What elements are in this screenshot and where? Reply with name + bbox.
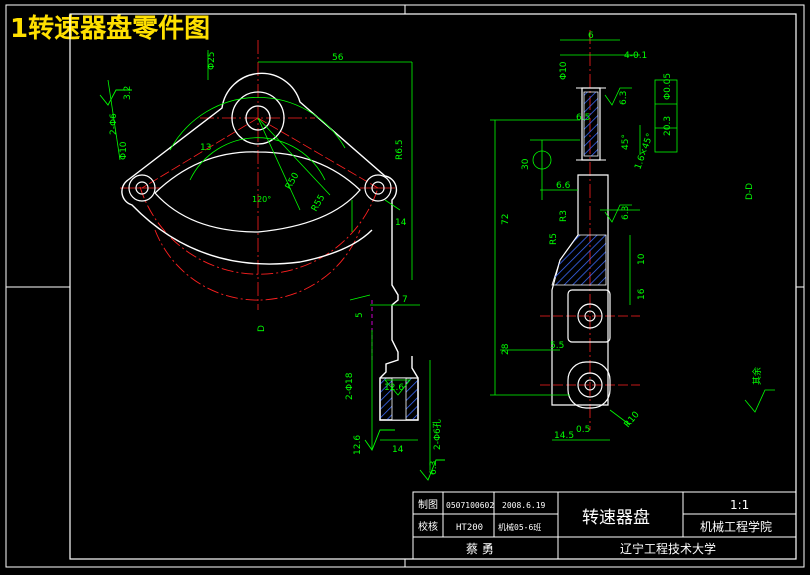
side-view: 6 4-0.1 Φ10 6.3 6.5 45° 1.6×45° 6.6 30 R… bbox=[490, 30, 775, 441]
dim-hole: 2-Φ6 bbox=[109, 113, 119, 135]
dim-126: 12.6 bbox=[384, 383, 404, 393]
dim-13: 13 bbox=[200, 143, 211, 153]
inner-border bbox=[69, 13, 797, 560]
dim-66: 6.6 bbox=[556, 181, 571, 191]
dim-w56: 56 bbox=[332, 53, 344, 63]
roughness-63b: 6.3 bbox=[621, 206, 631, 220]
roughness-63: 6.3 bbox=[429, 461, 439, 475]
title-block: 制图 0507100602 2008.6.19 校核 HT200 机械05-6班… bbox=[412, 491, 797, 560]
dim-10: 10 bbox=[637, 253, 647, 265]
dim-2phi18: 2-Φ18 bbox=[345, 372, 355, 400]
dim-r55: R55 bbox=[310, 193, 328, 213]
roughness-other: 其余 bbox=[751, 367, 763, 385]
dim-14: 14 bbox=[395, 218, 407, 228]
dim-r10: R10 bbox=[623, 410, 642, 430]
roughness-32: 3.2 bbox=[123, 86, 133, 100]
dim-28: 28 bbox=[501, 343, 511, 355]
dim-4: 4-0.1 bbox=[624, 51, 647, 61]
tb-author: 蔡 勇 bbox=[466, 542, 494, 556]
tb-drawn-label: 制图 bbox=[418, 498, 438, 511]
dim-72: 72 bbox=[501, 214, 511, 225]
dim-6: 6 bbox=[588, 31, 594, 41]
dim-145: 14.5 bbox=[554, 431, 574, 441]
tb-check-label: 校核 bbox=[418, 520, 438, 533]
dim-30: 30 bbox=[521, 158, 531, 170]
dim-45: 45° bbox=[621, 134, 631, 150]
dim-5: 5 bbox=[355, 312, 365, 318]
dim-d10: Φ10 bbox=[119, 141, 129, 160]
dim-ang120: 120° bbox=[252, 195, 271, 204]
dim-r3: R3 bbox=[559, 210, 569, 222]
tb-material: HT200 bbox=[456, 523, 483, 533]
tb-class: 机械05-6班 bbox=[498, 522, 541, 532]
tb-scale: 1:1 bbox=[730, 498, 749, 512]
roughness-63a: 6.3 bbox=[619, 91, 629, 105]
tb-student-id: 0507100602 bbox=[446, 501, 494, 510]
section-mark-d: D bbox=[257, 325, 267, 332]
tol-phi005: Φ0.05 bbox=[663, 73, 673, 100]
tb-date: 2008.6.19 bbox=[502, 501, 546, 510]
tb-department: 机械工程学院 bbox=[700, 519, 772, 534]
section-mark-dd: D-D bbox=[745, 183, 755, 200]
dim-65: 6.5 bbox=[576, 113, 590, 123]
dim-126b: 12.6 bbox=[353, 435, 363, 455]
dim-2phi6: 2-Φ6孔 bbox=[432, 419, 443, 450]
tol-203: 20.3 bbox=[663, 116, 673, 136]
dim-phi10: Φ10 bbox=[559, 61, 569, 80]
dim-r65: R6.5 bbox=[395, 139, 405, 160]
dim-r5: R5 bbox=[549, 233, 559, 245]
tb-part-name: 转速器盘 bbox=[582, 508, 650, 528]
drawing-title: 1转速器盘零件图 bbox=[10, 14, 211, 44]
front-view: Φ25 56 R6.5 120° R50 R55 13 14 7 5 2-Φ6 … bbox=[99, 40, 445, 481]
dim-r50: R50 bbox=[284, 171, 302, 192]
dim-chamfer: 1.6×45° bbox=[633, 132, 655, 171]
dim-7: 7 bbox=[402, 295, 408, 305]
dim-16: 16 bbox=[637, 288, 647, 300]
dim-14b: 14 bbox=[392, 445, 404, 455]
tb-university: 辽宁工程技术大学 bbox=[620, 541, 716, 556]
dim-05: 0.5 bbox=[576, 425, 590, 435]
dim-d25: Φ25 bbox=[207, 51, 217, 70]
dim-55: 5.5 bbox=[550, 341, 564, 351]
